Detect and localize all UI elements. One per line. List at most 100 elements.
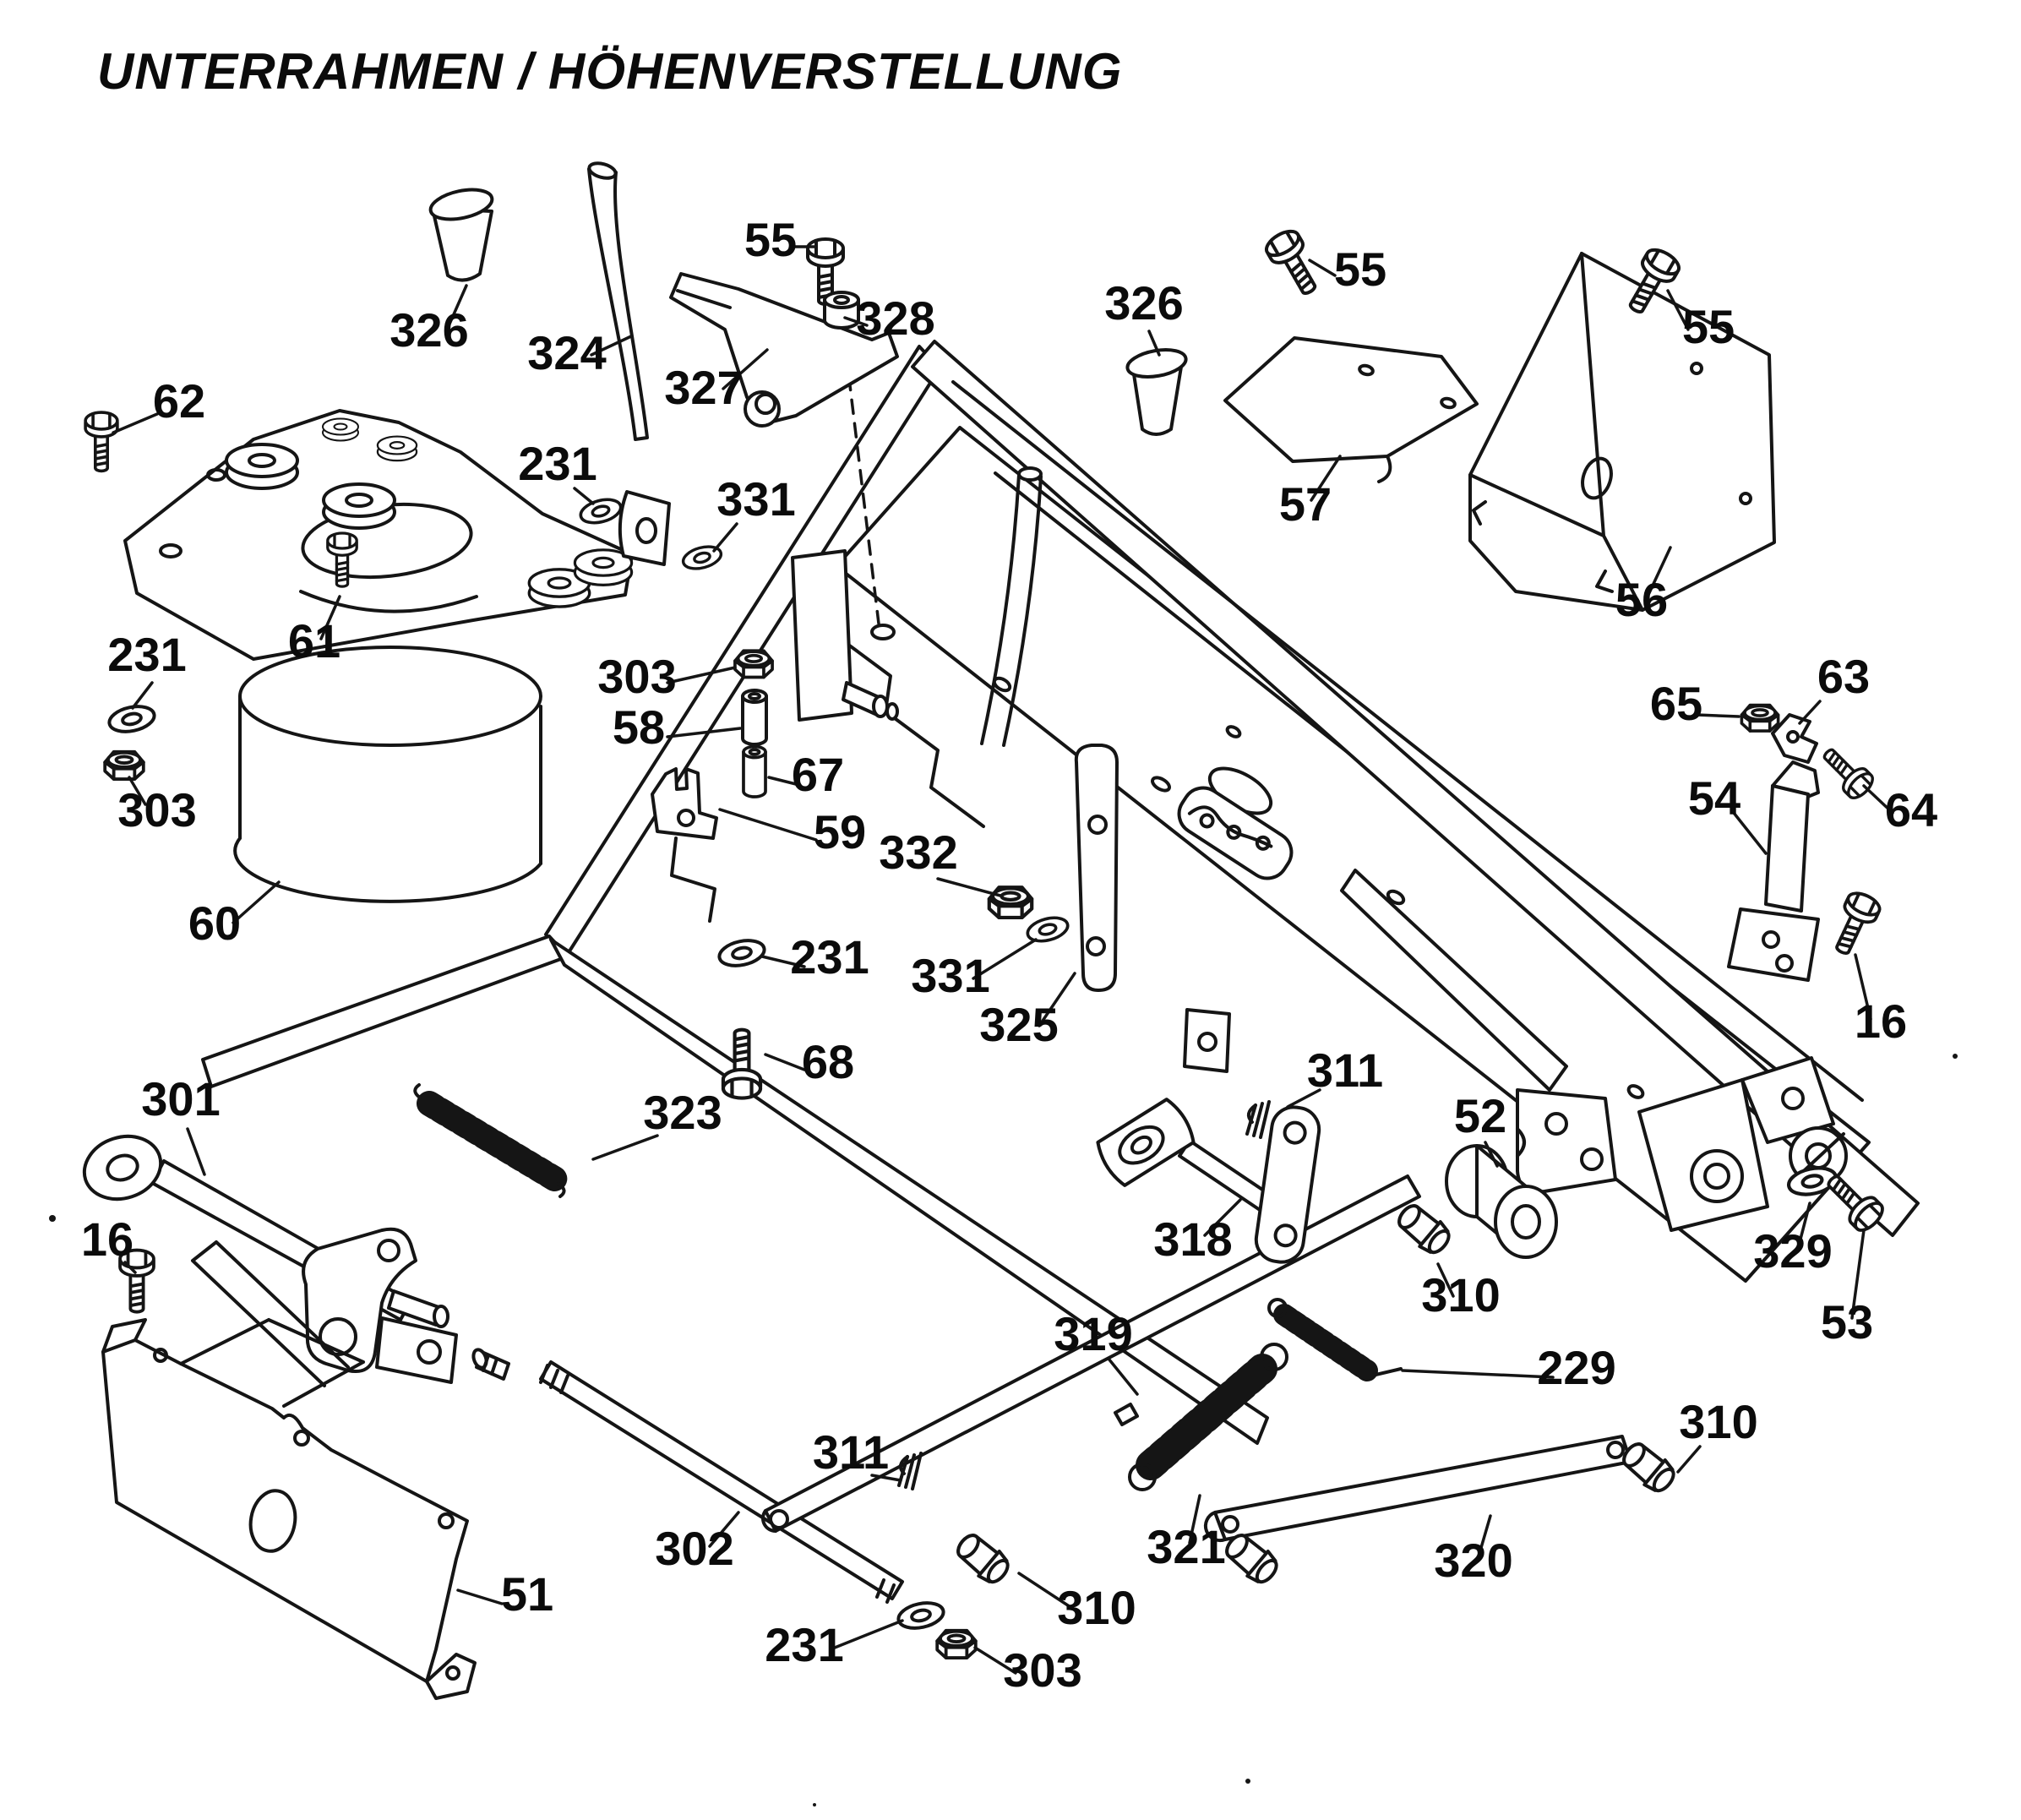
spring-323	[413, 1083, 569, 1198]
leader-323	[591, 1134, 659, 1161]
leader-310-a	[1436, 1262, 1455, 1298]
leader-63	[1798, 700, 1822, 725]
handle-tube-top	[1017, 466, 1043, 482]
part-label-319: 319	[1054, 1307, 1132, 1360]
leader-16-b	[1854, 953, 1872, 1021]
crank-arm	[302, 1227, 458, 1384]
leader-231-a	[131, 681, 154, 710]
frame-front-rail	[549, 938, 1269, 1445]
part-label-229: 229	[1537, 1341, 1615, 1394]
page-title: UNTERRAHMEN / HÖHENVERSTELLUNG	[97, 43, 1122, 100]
leader-303-b	[666, 666, 737, 684]
leader-57	[1310, 455, 1342, 502]
handle-tube	[980, 473, 1043, 747]
bushing	[322, 482, 396, 530]
roller-52	[1445, 1088, 1617, 1259]
leader-320	[1477, 1514, 1492, 1558]
leader-64	[1862, 784, 1894, 815]
leader-332	[936, 877, 1002, 897]
leader-325	[1038, 972, 1076, 1027]
nut-303-mid	[733, 649, 774, 679]
part-label-326-a: 326	[389, 303, 468, 357]
part-label-320: 320	[1434, 1534, 1512, 1587]
part-label-55-c: 55	[1682, 300, 1735, 353]
box-51	[101, 1240, 477, 1700]
leader-59	[718, 808, 818, 842]
part-labels: 326 324 55 328 327 326 55 57 55 56 62 23…	[81, 213, 1937, 1697]
washer-328	[823, 291, 860, 330]
frame-hanger-tab	[1183, 1008, 1231, 1073]
part-label-310-b: 310	[1057, 1581, 1136, 1634]
clip-311-upper	[1245, 1100, 1271, 1139]
bushing	[376, 435, 418, 462]
bar-319	[761, 1174, 1421, 1533]
leader-68	[764, 1053, 806, 1071]
part-label-329: 329	[1753, 1224, 1832, 1278]
part-label-321: 321	[1147, 1520, 1225, 1573]
frame-left-rail	[201, 935, 569, 1088]
frame-right-leg-inner-line	[951, 380, 1864, 1102]
part-label-53: 53	[1821, 1295, 1873, 1349]
bolt-62	[84, 411, 119, 473]
bracket-57	[1223, 336, 1479, 483]
leader-229	[1401, 1369, 1555, 1379]
nut-65	[1740, 703, 1780, 733]
part-label-55-a: 55	[744, 213, 797, 266]
frame-hanger-tab-hole	[1197, 1032, 1218, 1052]
part-label-56: 56	[1615, 573, 1668, 626]
part-label-58: 58	[613, 700, 665, 754]
part-label-59: 59	[814, 805, 866, 858]
part-label-301: 301	[141, 1072, 220, 1125]
leader-328	[843, 316, 869, 327]
main-frame	[201, 328, 1920, 1445]
leader-52	[1484, 1141, 1499, 1168]
part-label-325: 325	[979, 998, 1058, 1051]
canister-60	[233, 646, 542, 903]
leader-303-d	[973, 1646, 1017, 1675]
pin-310-bottom	[950, 1527, 1016, 1590]
nut-303-left	[103, 749, 145, 781]
leader-55-b	[1308, 259, 1337, 277]
part-label-52: 52	[1454, 1089, 1506, 1142]
bushing	[225, 443, 299, 490]
leader-53	[1850, 1229, 1866, 1320]
leader-331-b	[972, 938, 1038, 980]
part-label-55-b: 55	[1334, 242, 1386, 296]
part-label-16-a: 16	[81, 1212, 133, 1266]
link-318	[1096, 1098, 1321, 1264]
part-label-331-a: 331	[716, 472, 795, 526]
leader-310-c	[1676, 1445, 1702, 1474]
part-label-64: 64	[1885, 783, 1937, 836]
leader-65	[1695, 713, 1740, 718]
clip-63	[1771, 713, 1818, 764]
scan-specks	[49, 1054, 1958, 1806]
leader-56	[1646, 546, 1672, 598]
leader-231-d	[833, 1619, 904, 1649]
leader-51	[456, 1588, 504, 1605]
motor-mount-assembly	[84, 409, 634, 903]
strap-325	[1074, 744, 1119, 992]
part-label-16-b: 16	[1855, 994, 1907, 1048]
part-label-327: 327	[664, 361, 743, 414]
part-label-324: 324	[527, 326, 606, 379]
part-label-303-a: 303	[117, 783, 196, 836]
leader-67	[767, 776, 798, 786]
part-label-326-b: 326	[1104, 276, 1183, 330]
part-label-318: 318	[1153, 1212, 1232, 1266]
leader-318	[1203, 1198, 1242, 1237]
part-label-54: 54	[1688, 771, 1740, 825]
leader-16-a	[123, 1261, 137, 1274]
cap-326-right	[1125, 348, 1188, 436]
part-label-310-c: 310	[1679, 1395, 1757, 1448]
bushing	[322, 417, 359, 442]
bolt-16-right	[1824, 887, 1885, 962]
part-label-332: 332	[879, 826, 957, 879]
frame-step-pad	[1177, 786, 1294, 880]
leader-321	[1188, 1494, 1201, 1545]
part-label-61: 61	[288, 614, 340, 668]
leader-lines	[112, 245, 1894, 1675]
leader-301	[186, 1127, 206, 1176]
leader-329	[1796, 1202, 1811, 1251]
